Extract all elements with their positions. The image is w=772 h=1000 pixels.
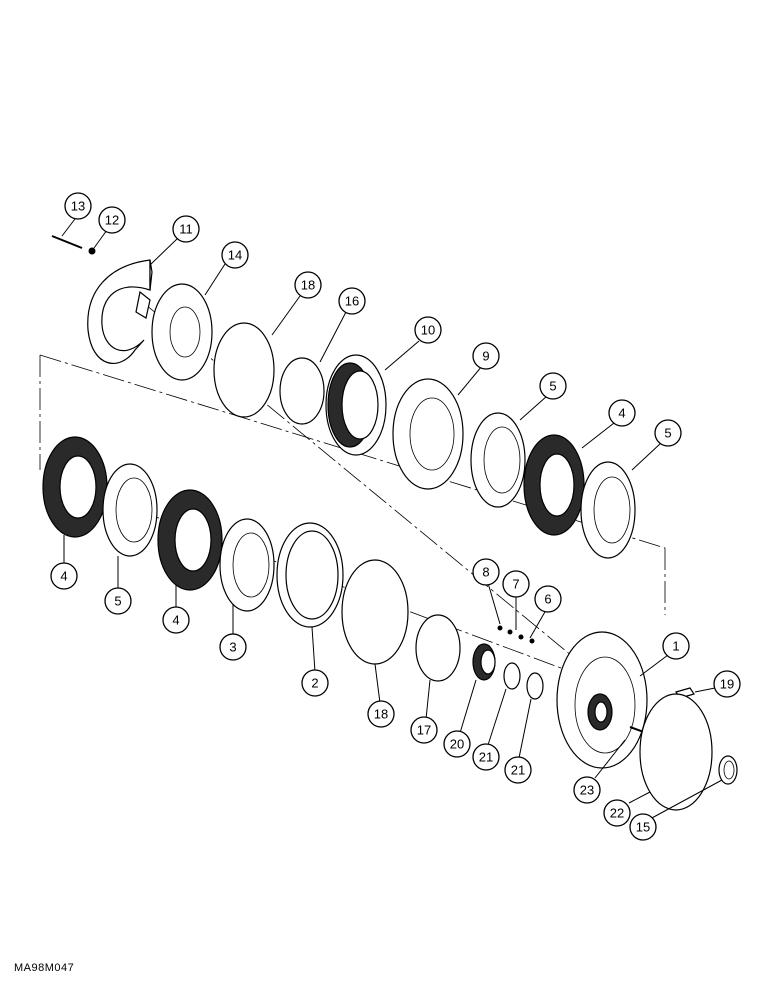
svg-text:20: 20 bbox=[450, 737, 464, 752]
callout-4-left: 4 bbox=[50, 562, 78, 590]
svg-text:4: 4 bbox=[60, 569, 67, 584]
part-oring-18-upper bbox=[213, 322, 275, 418]
svg-text:10: 10 bbox=[421, 323, 435, 338]
callout-23: 23 bbox=[573, 776, 601, 804]
svg-text:12: 12 bbox=[105, 213, 119, 228]
part-piston-10 bbox=[325, 354, 387, 456]
part-friction-disc-4-left bbox=[42, 436, 108, 538]
part-friction-disc-4-upper bbox=[523, 434, 585, 536]
svg-text:16: 16 bbox=[345, 294, 359, 309]
callout-5-left: 5 bbox=[104, 587, 132, 615]
callout-21-b: 21 bbox=[504, 756, 532, 784]
svg-text:21: 21 bbox=[511, 763, 525, 778]
svg-text:4: 4 bbox=[618, 406, 625, 421]
part-separator-3 bbox=[219, 518, 275, 612]
svg-text:11: 11 bbox=[179, 222, 193, 237]
svg-text:17: 17 bbox=[417, 723, 431, 738]
part-separator-5-left bbox=[102, 463, 158, 557]
callout-9: 9 bbox=[472, 342, 500, 370]
callout-5-upper: 5 bbox=[539, 372, 567, 400]
svg-text:5: 5 bbox=[114, 594, 121, 609]
callout-13: 13 bbox=[64, 192, 92, 220]
callout-10: 10 bbox=[414, 316, 442, 344]
callout-19: 19 bbox=[713, 670, 741, 698]
callout-12: 12 bbox=[98, 206, 126, 234]
callout-17: 17 bbox=[410, 716, 438, 744]
svg-text:9: 9 bbox=[482, 349, 489, 364]
part-ring-2 bbox=[276, 522, 344, 628]
part-ring-21-a bbox=[503, 662, 521, 690]
part-ball-12 bbox=[88, 247, 96, 255]
part-friction-disc-4-middle bbox=[157, 489, 223, 591]
part-snap-ring-11 bbox=[87, 259, 153, 365]
part-small-items-6-7-8 bbox=[497, 625, 535, 644]
callout-11: 11 bbox=[172, 215, 200, 243]
part-plate-9 bbox=[392, 378, 464, 490]
part-ring-21-b bbox=[526, 672, 544, 700]
callout-20: 20 bbox=[443, 730, 471, 758]
svg-text:22: 22 bbox=[610, 806, 624, 821]
svg-text:21: 21 bbox=[479, 750, 493, 765]
part-housing-1 bbox=[556, 631, 648, 769]
callout-15: 15 bbox=[629, 813, 657, 841]
leader-lines bbox=[61, 214, 723, 820]
svg-text:15: 15 bbox=[636, 820, 650, 835]
svg-text:8: 8 bbox=[482, 565, 489, 580]
part-oring-18-lower bbox=[341, 559, 409, 665]
part-plate-14 bbox=[151, 283, 213, 381]
callout-5-right: 5 bbox=[654, 419, 682, 447]
callout-18-upper: 18 bbox=[294, 271, 322, 299]
callout-18-lower: 18 bbox=[367, 700, 395, 728]
svg-text:19: 19 bbox=[720, 677, 734, 692]
svg-text:3: 3 bbox=[229, 640, 236, 655]
callout-2: 2 bbox=[301, 669, 329, 697]
callout-16: 16 bbox=[338, 287, 366, 315]
svg-text:14: 14 bbox=[228, 248, 242, 263]
callout-22: 22 bbox=[603, 799, 631, 827]
callout-4-middle: 4 bbox=[162, 606, 190, 634]
callout-1: 1 bbox=[662, 632, 690, 660]
callout-14: 14 bbox=[221, 241, 249, 269]
svg-text:6: 6 bbox=[544, 592, 551, 607]
part-separator-5-upper bbox=[470, 412, 526, 508]
part-oring-16 bbox=[279, 357, 325, 425]
callout-21-a: 21 bbox=[472, 743, 500, 771]
svg-text:18: 18 bbox=[374, 707, 388, 722]
svg-text:7: 7 bbox=[512, 577, 519, 592]
part-separator-5-right bbox=[580, 461, 636, 559]
part-oring-17 bbox=[415, 614, 461, 682]
figure-id-label: MA98M047 bbox=[14, 962, 75, 974]
callout-4-upper: 4 bbox=[608, 399, 636, 427]
part-bearing-20 bbox=[472, 643, 496, 681]
callout-7: 7 bbox=[502, 570, 530, 598]
svg-text:5: 5 bbox=[549, 379, 556, 394]
part-oring-22 bbox=[639, 693, 713, 811]
svg-text:2: 2 bbox=[311, 676, 318, 691]
part-pin-13 bbox=[51, 235, 83, 249]
svg-text:23: 23 bbox=[580, 783, 594, 798]
svg-text:18: 18 bbox=[301, 278, 315, 293]
part-seal-15 bbox=[718, 755, 738, 785]
svg-text:1: 1 bbox=[672, 639, 679, 654]
svg-text:13: 13 bbox=[71, 199, 85, 214]
svg-text:5: 5 bbox=[664, 426, 671, 441]
callout-8: 8 bbox=[472, 558, 500, 586]
callout-3: 3 bbox=[219, 633, 247, 661]
svg-text:4: 4 bbox=[172, 613, 179, 628]
callout-6: 6 bbox=[534, 585, 562, 613]
